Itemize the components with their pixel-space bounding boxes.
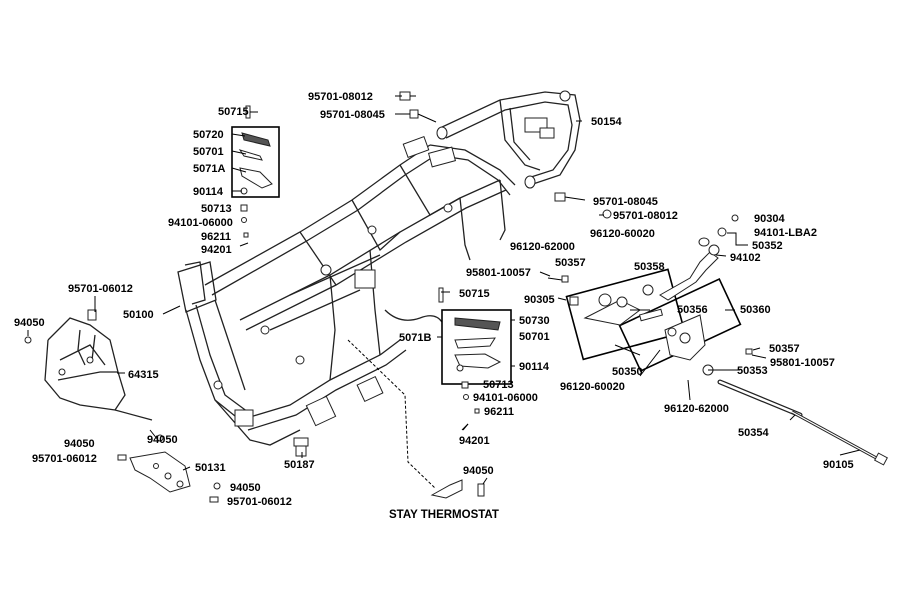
label-90114-a: 90114 [193, 186, 224, 198]
label-96120-62000-a: 96120-62000 [510, 241, 575, 253]
label-94050-c: 94050 [64, 438, 95, 450]
label-90304: 90304 [754, 213, 785, 225]
footrest-group-box-a [231, 126, 280, 198]
footrest-group-box-b [441, 309, 512, 385]
label-50357-b: 50357 [769, 343, 800, 355]
bracket-50131 [117, 434, 221, 503]
label-94050-a: 94050 [14, 317, 45, 329]
label-96120-60020-b: 96120-60020 [560, 381, 625, 393]
label-50715-a: 50715 [218, 106, 249, 118]
label-95701-08045-a: 95701-08045 [320, 109, 385, 121]
label-94101-06000-b: 94101-06000 [473, 392, 538, 404]
label-50100: 50100 [123, 309, 154, 321]
label-95801-10057-a: 95801-10057 [466, 267, 531, 279]
label-90105: 90105 [823, 459, 854, 471]
front-bracket-64315 [24, 309, 153, 421]
label-96120-62000-b: 96120-62000 [664, 403, 729, 415]
label-94102: 94102 [730, 252, 761, 264]
label-96211-a: 96211 [201, 231, 231, 243]
label-50352: 50352 [752, 240, 783, 252]
label-50354: 50354 [738, 427, 769, 439]
linkage-parts [547, 275, 767, 376]
label-95701-06012-b: 95701-06012 [32, 453, 97, 465]
label-95701-06012-c: 95701-06012 [227, 496, 292, 508]
label-94101-LBA2: 94101-LBA2 [754, 227, 817, 239]
label-50187: 50187 [284, 459, 315, 471]
label-5071B: 5071B [399, 332, 431, 344]
label-95701-08012-a: 95701-08012 [308, 91, 373, 103]
label-50131: 50131 [195, 462, 226, 474]
label-90114-b: 90114 [519, 361, 550, 373]
label-94201-b: 94201 [459, 435, 490, 447]
part-labels: 50715 50720 50701 5071A 90114 50713 9410… [14, 91, 854, 521]
label-50356: 50356 [677, 304, 708, 316]
label-64315: 64315 [128, 369, 159, 381]
label-94201-a: 94201 [201, 244, 232, 256]
label-95701-06012-a: 95701-06012 [68, 283, 133, 295]
footrest-parts-a [238, 105, 273, 247]
linkage-group-box-50350 [565, 268, 686, 361]
label-50730: 50730 [519, 315, 550, 327]
link-rod-94102 [659, 214, 739, 301]
label-95701-08045-b: 95701-08045 [593, 196, 658, 208]
label-96211-b: 96211 [484, 406, 514, 418]
label-50701-a: 50701 [193, 146, 224, 158]
leader-lines [27, 95, 861, 485]
main-frame-50100 [177, 136, 516, 446]
label-50713-b: 50713 [483, 379, 514, 391]
label-95701-08012-b: 95701-08012 [613, 210, 678, 222]
label-50701-b: 50701 [519, 331, 550, 343]
label-94050-b: 94050 [147, 434, 178, 446]
label-stay-thermostat: STAY THERMOSTAT [389, 509, 499, 521]
label-50358: 50358 [634, 261, 665, 273]
label-94101-06000-a: 94101-06000 [168, 217, 233, 229]
carrier-bolts [399, 91, 612, 219]
footrest-parts-b [438, 287, 502, 431]
label-50357-a: 50357 [555, 257, 586, 269]
label-5071A: 5071A [193, 163, 225, 175]
bolt-90105 [791, 410, 888, 466]
bolt-50187 [293, 437, 309, 457]
stay-thermostat-part [347, 339, 485, 499]
label-90305: 90305 [524, 294, 555, 306]
label-50713-a: 50713 [201, 203, 232, 215]
label-95801-10057-b: 95801-10057 [770, 357, 835, 369]
pipe-50354 [717, 379, 803, 418]
label-50154: 50154 [591, 116, 622, 128]
label-50360: 50360 [740, 304, 771, 316]
label-96120-60020-a: 96120-60020 [590, 228, 655, 240]
label-94050-e: 94050 [230, 482, 261, 494]
rear-carrier-50154 [436, 90, 581, 189]
label-50715-b: 50715 [459, 288, 490, 300]
label-50720: 50720 [193, 129, 224, 141]
label-50353: 50353 [737, 365, 768, 377]
label-50350: 50350 [612, 366, 643, 378]
label-94050-d: 94050 [463, 465, 494, 477]
